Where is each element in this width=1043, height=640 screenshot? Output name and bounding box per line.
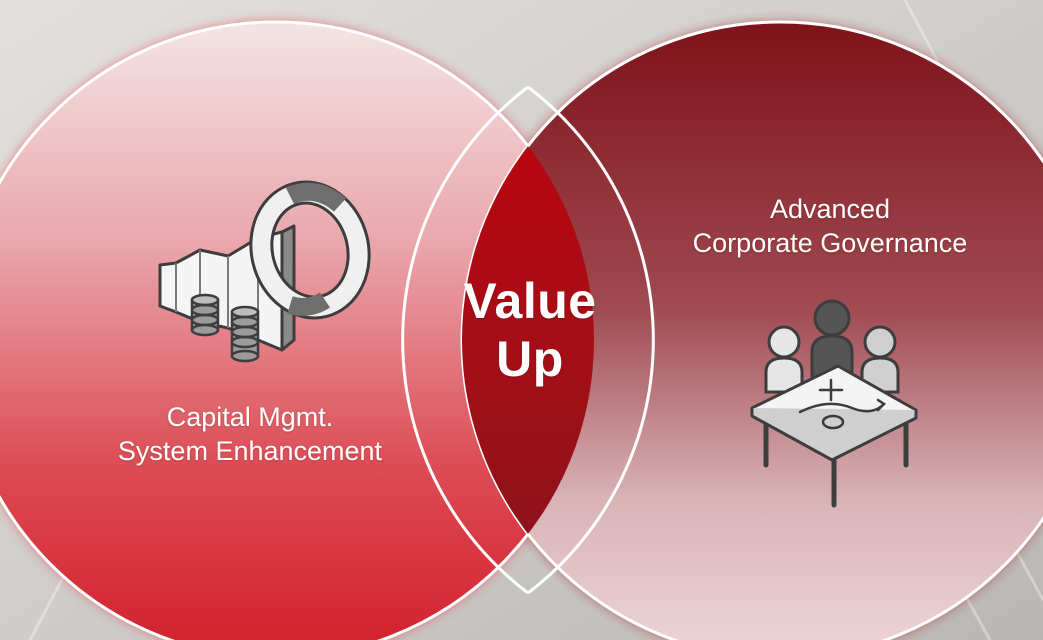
left-circle-label: Capital Mgmt. System Enhancement bbox=[60, 400, 440, 468]
intersection-outline bbox=[401, 85, 655, 595]
capital-chart-coins-icon bbox=[158, 180, 371, 363]
center-label-line-2: Up bbox=[496, 331, 564, 387]
left-circle-label-line-1: Capital Mgmt. bbox=[166, 402, 334, 432]
right-circle-label-line-2: Corporate Governance bbox=[692, 228, 968, 258]
right-circle-label-line-1: Advanced bbox=[769, 194, 891, 224]
left-circle-label-line-2: System Enhancement bbox=[117, 436, 383, 466]
governance-meeting-icon bbox=[750, 299, 918, 508]
center-label: Value Up bbox=[430, 272, 630, 388]
right-circle-label: Advanced Corporate Governance bbox=[640, 192, 1020, 260]
center-label-line-1: Value bbox=[463, 273, 597, 329]
